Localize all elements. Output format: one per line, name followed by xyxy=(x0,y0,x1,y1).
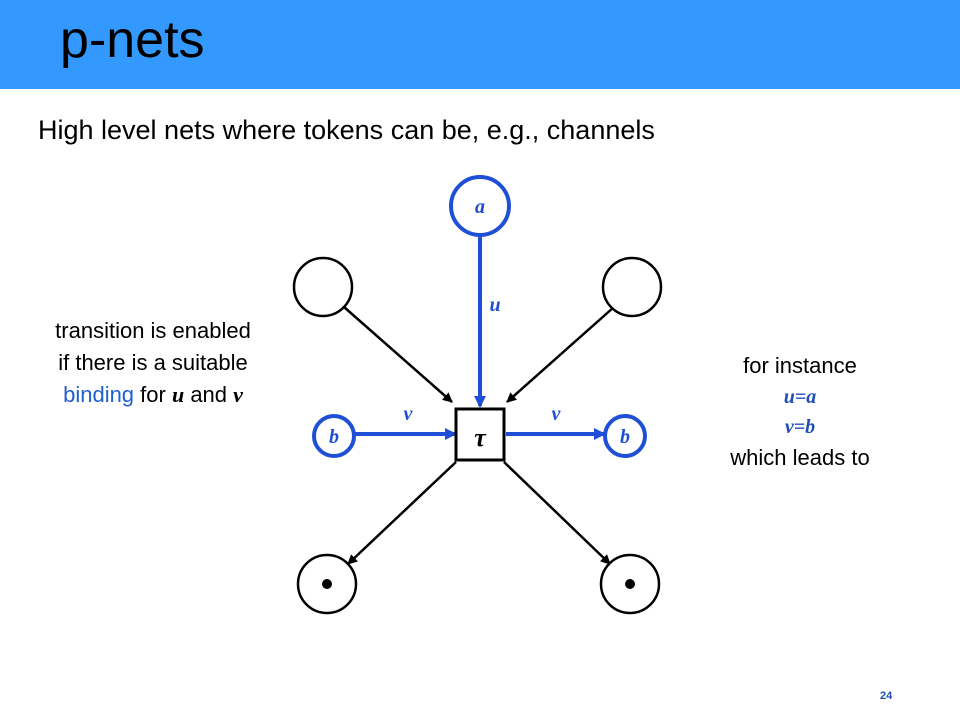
page-number: 24 xyxy=(880,690,893,702)
place-top-left xyxy=(292,256,354,318)
var-v: v xyxy=(233,382,243,407)
place-b-left-label: b xyxy=(329,426,339,448)
slide-header-bar xyxy=(0,0,960,89)
transition-label: τ xyxy=(474,423,487,452)
note-line-3: binding for u and v xyxy=(22,379,284,411)
which-leads-to-text: which leads to xyxy=(730,445,870,470)
note-line-1: transition is enabled xyxy=(55,318,251,343)
place-b-right xyxy=(603,414,647,458)
transition-box xyxy=(454,407,506,462)
for-word: for xyxy=(134,382,172,407)
arc-top-right-to-transition xyxy=(506,306,615,403)
note-line-2: if there is a suitable xyxy=(58,350,248,375)
token-bottom-left xyxy=(322,579,332,589)
place-top-right xyxy=(601,256,663,318)
binding-u-equals-a: u=a xyxy=(783,386,817,408)
arc-v-right-label: v xyxy=(552,403,562,425)
slide-title: p-nets xyxy=(60,11,205,69)
arc-top-left-to-transition xyxy=(343,306,453,403)
place-b-left xyxy=(312,414,356,458)
for-instance-text: for instance xyxy=(743,353,857,378)
arc-transition-to-bottom-right xyxy=(503,461,611,565)
example-binding-note: for instance u=a v=b which leads to xyxy=(690,350,910,474)
arc-v-left-label: v xyxy=(404,403,414,425)
arc-transition-to-bottom-left xyxy=(347,461,457,565)
binding-v-equals-b: v=b xyxy=(784,416,816,438)
place-b-right-label: b xyxy=(620,426,630,448)
arc-u-label: u xyxy=(489,294,500,316)
slide-subtitle: High level nets where tokens can be, e.g… xyxy=(38,115,655,145)
place-a-label: a xyxy=(475,196,485,218)
binding-word: binding xyxy=(63,382,135,407)
and-word: and xyxy=(184,382,234,407)
var-u: u xyxy=(171,382,185,407)
place-a xyxy=(449,175,511,237)
token-bottom-right xyxy=(625,579,635,589)
enabling-condition-note: transition is enabled if there is a suit… xyxy=(22,315,284,411)
